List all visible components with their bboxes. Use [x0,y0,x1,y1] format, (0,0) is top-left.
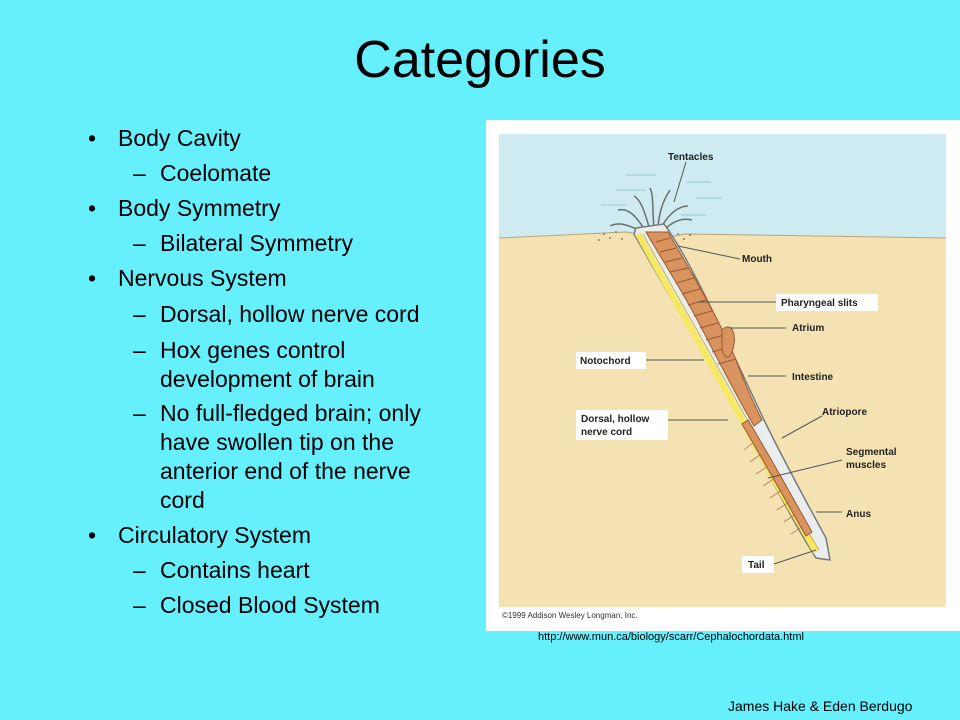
label-dorsal-line1: Dorsal, hollow [581,414,650,425]
authors-credit: James Hake & Eden Berdugo [728,698,913,714]
lancelet-figure: Tentacles Mouth Pharyngeal slits Atrium … [486,120,960,631]
bullet-marker: • [88,125,97,151]
sub-bullet-text: Dorsal, hollow nerve cord [160,301,420,327]
label-intestine: Intestine [792,372,834,383]
slide-title: Categories [354,31,606,89]
bullet-nervous-system: • Nervous System [88,264,287,293]
bullet-circulatory-system: • Circulatory System [88,521,311,550]
label-segmental-line1: Segmental [846,447,897,458]
intestine-drawing [741,419,813,537]
sub-bullet-marker: – [133,160,146,186]
sub-bullet-line: Hox genes control [160,337,346,363]
sub-bullet-line: have swollen tip on the [160,429,394,455]
bullet-text: Circulatory System [118,522,311,548]
sub-bullet-line: anterior end of the nerve [160,458,411,484]
source-url[interactable]: http://www.mun.ca/biology/scarr/Cephaloc… [538,631,804,643]
water-ripples [601,174,722,216]
sub-bullet-text: Contains heart [160,557,310,583]
bullet-marker: • [88,522,97,548]
label-tail: Tail [748,560,765,571]
label-anus: Anus [846,509,871,520]
bullet-body-symmetry: • Body Symmetry [88,194,281,223]
caecum [721,326,735,358]
sub-bullet-marker: – [133,301,146,327]
lancelet-diagram: Tentacles Mouth Pharyngeal slits Atrium … [498,134,947,620]
label-notochord: Notochord [580,356,631,367]
bullet-text: Body Cavity [118,125,241,151]
sub-bullet-coelomate: – Coelomate [133,159,272,188]
sub-bullet-line: No full-fledged brain; only [160,400,421,426]
sub-bullet-no-brain: – No full-fledged brain; only have swoll… [133,399,421,515]
label-box-pharyngeal-slits [776,294,878,311]
sub-bullet-marker: – [133,592,146,618]
sub-bullet-bilateral-symmetry: – Bilateral Symmetry [133,229,353,258]
sub-bullet-hox-genes: – Hox genes control development of brain [133,336,375,394]
sub-bullet-text: Coelomate [160,160,272,186]
sub-bullet-line: development of brain [160,366,375,392]
pharynx [645,231,763,427]
bullet-body-cavity: • Body Cavity [88,124,241,153]
bullet-text: Body Symmetry [118,195,281,221]
sub-bullet-closed-blood-system: – Closed Blood System [133,591,380,620]
sub-bullet-text: Closed Blood System [160,592,380,618]
label-box-notochord [576,352,646,369]
label-box-dorsal-nerve-cord [576,410,668,440]
sub-bullet-line: cord [160,487,205,513]
pharyngeal-slits-drawing [655,237,737,365]
bullet-text: Nervous System [118,265,287,291]
bullet-marker: • [88,265,97,291]
sub-bullet-text: Bilateral Symmetry [160,230,353,256]
label-dorsal-line2: nerve cord [581,427,632,438]
sub-bullet-contains-heart: – Contains heart [133,556,310,585]
sub-bullet-marker: – [133,337,146,363]
label-pharyngeal-slits: Pharyngeal slits [781,298,858,309]
label-atriopore: Atriopore [822,407,867,418]
sub-bullet-dorsal-nerve-cord: – Dorsal, hollow nerve cord [133,300,420,329]
label-box-tail [742,556,774,573]
figure-copyright: ©1999 Addison Wesley Longman, Inc. [502,611,638,620]
label-mouth: Mouth [742,254,772,265]
label-atrium: Atrium [792,323,824,334]
sub-bullet-marker: – [133,557,146,583]
label-tentacles: Tentacles [668,152,714,163]
water-region [499,134,946,238]
sub-bullet-marker: – [133,230,146,256]
sub-bullet-marker: – [133,400,146,426]
bullet-marker: • [88,195,97,221]
segmental-muscle-lines [743,441,804,535]
label-segmental-line2: muscles [846,460,886,471]
figure-labels: Tentacles Mouth Pharyngeal slits Atrium … [576,152,897,573]
